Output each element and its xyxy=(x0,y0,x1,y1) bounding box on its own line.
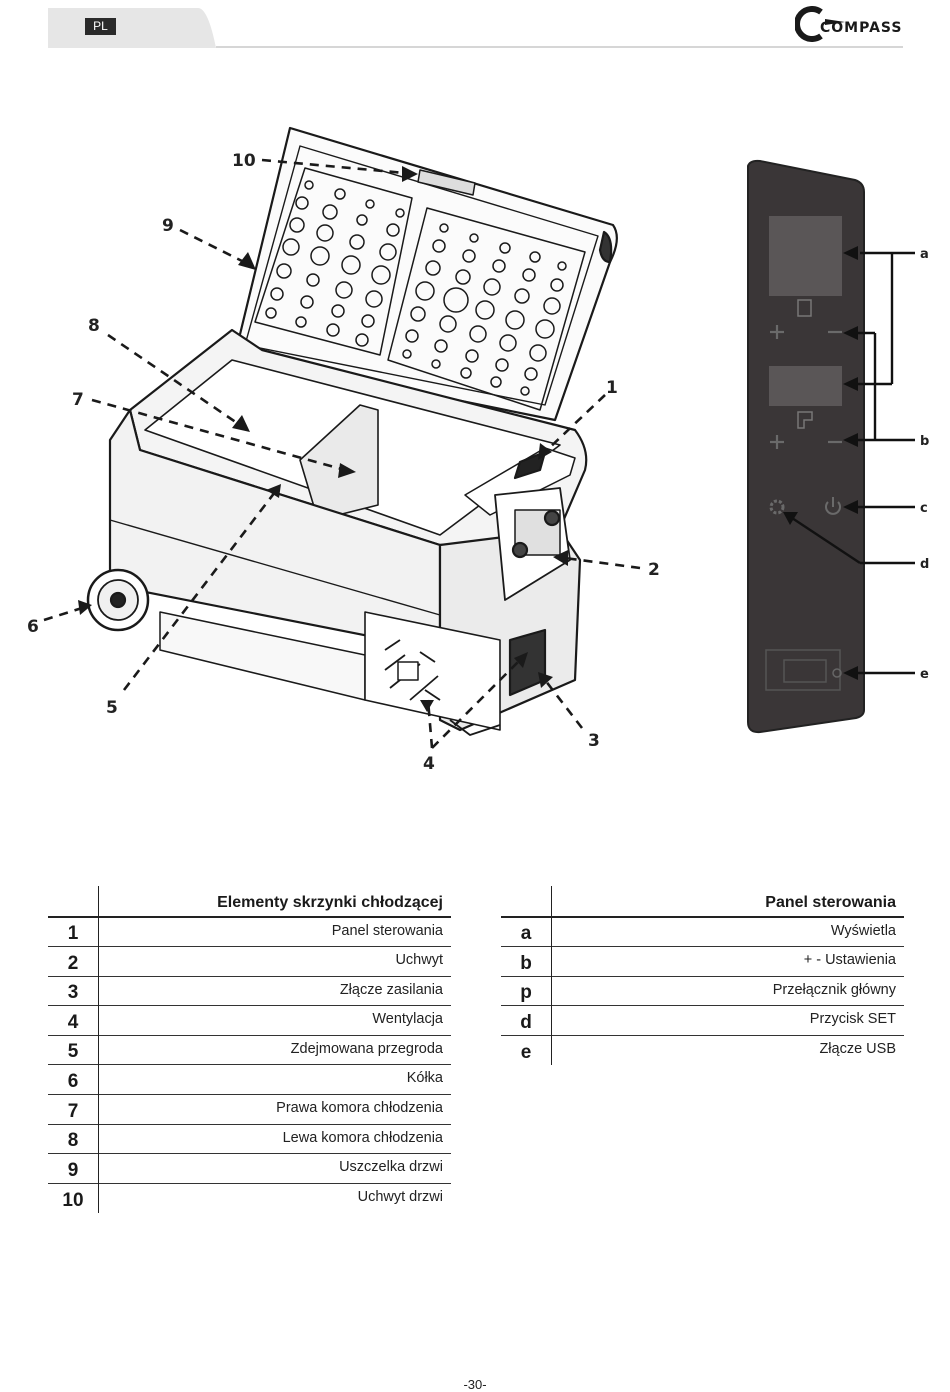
row-letter: p xyxy=(501,976,552,1006)
row-number: 7 xyxy=(48,1094,99,1125)
table-row: 6 Kółka xyxy=(48,1064,451,1095)
row-number: 4 xyxy=(48,1005,99,1036)
callout-9: 9 xyxy=(162,216,174,236)
table-row: 9 Uszczelka drzwi xyxy=(48,1153,451,1184)
compass-logo xyxy=(795,6,845,42)
page-number: -30- xyxy=(463,1377,487,1392)
table-row: 8 Lewa komora chłodzenia xyxy=(48,1124,451,1154)
row-number: 3 xyxy=(48,976,99,1006)
panel-callout-e: e xyxy=(920,667,929,682)
table-row: 7 Prawa komora chłodzenia xyxy=(48,1094,451,1125)
row-number: 9 xyxy=(48,1153,99,1184)
row-letter: a xyxy=(501,917,552,947)
row-label: Prawa komora chłodzenia xyxy=(276,1100,443,1117)
callout-6: 6 xyxy=(27,617,39,637)
table-row: 2 Uchwyt xyxy=(48,946,451,977)
callout-8: 8 xyxy=(88,316,100,336)
control-panel-table-title: Panel sterowania xyxy=(765,894,896,911)
callout-3: 3 xyxy=(588,731,600,751)
row-label: Kółka xyxy=(406,1070,443,1087)
table-row: 10 Uchwyt drzwi xyxy=(48,1183,451,1213)
callout-10: 10 xyxy=(232,151,256,171)
row-letter: d xyxy=(501,1005,552,1036)
parts-table: Elementy skrzynki chłodzącej 1 Panel ster… xyxy=(48,886,451,1213)
row-number: 8 xyxy=(48,1124,99,1154)
table-row: 3 Złącze zasilania xyxy=(48,976,451,1006)
callout-1: 1 xyxy=(606,378,618,398)
table-row: 4 Wentylacja xyxy=(48,1005,451,1036)
header-band xyxy=(48,8,903,48)
table-row: p Przełącznik główny xyxy=(501,976,904,1006)
row-label: Zdejmowana przegroda xyxy=(290,1040,443,1057)
row-number: 1 xyxy=(48,917,99,947)
row-label: Uchwyt drzwi xyxy=(357,1188,443,1205)
row-letter: b xyxy=(501,946,552,977)
row-label: Złącze zasilania xyxy=(339,981,443,998)
display-bottom xyxy=(769,366,842,406)
table-row: 1 Panel sterowania xyxy=(48,917,451,947)
panel-callout-a: a xyxy=(920,247,929,262)
row-letter: e xyxy=(501,1035,552,1065)
callout-4: 4 xyxy=(423,754,435,774)
panel-callout-c: c xyxy=(920,501,928,516)
callout-2: 2 xyxy=(648,560,660,580)
row-label: Uchwyt xyxy=(395,952,443,969)
table-row: e Złącze USB xyxy=(501,1035,904,1065)
parts-table-title: Elementy skrzynki chłodzącej xyxy=(217,894,443,911)
table-row: d Przycisk SET xyxy=(501,1005,904,1036)
row-number: 5 xyxy=(48,1035,99,1065)
table-row: b + - Ustawienia xyxy=(501,946,904,977)
table-row: a Wyświetla xyxy=(501,917,904,947)
brand-name: COMPASS xyxy=(820,20,903,36)
row-number: 10 xyxy=(48,1183,99,1213)
display-top xyxy=(769,216,842,296)
panel-callout-d: d xyxy=(920,557,929,572)
row-label: Złącze USB xyxy=(819,1040,896,1057)
cooler-illustration: 10 9 8 7 1 2 3 4 5 6 xyxy=(27,126,929,774)
control-panel-detail xyxy=(747,159,865,734)
callout-5: 5 xyxy=(106,698,118,718)
row-label: Uszczelka drzwi xyxy=(339,1159,443,1176)
panel-callout-b: b xyxy=(920,434,929,449)
row-label: + - Ustawienia xyxy=(803,952,896,969)
control-panel-table: Panel sterowania a Wyświetla b + - Ustawie… xyxy=(501,886,904,1065)
row-number: 6 xyxy=(48,1064,99,1095)
callout-7: 7 xyxy=(72,390,84,410)
row-label: Wyświetla xyxy=(830,923,896,939)
row-label: Wentylacja xyxy=(372,1011,443,1028)
row-label: Przełącznik główny xyxy=(772,981,896,998)
row-label: Panel sterowania xyxy=(331,923,443,939)
row-label: Przycisk SET xyxy=(809,1011,896,1028)
table-row: 5 Zdejmowana przegroda xyxy=(48,1035,451,1065)
row-number: 2 xyxy=(48,946,99,977)
row-label: Lewa komora chłodzenia xyxy=(282,1129,443,1146)
lid xyxy=(233,126,618,422)
language-badge: PL xyxy=(85,18,116,35)
